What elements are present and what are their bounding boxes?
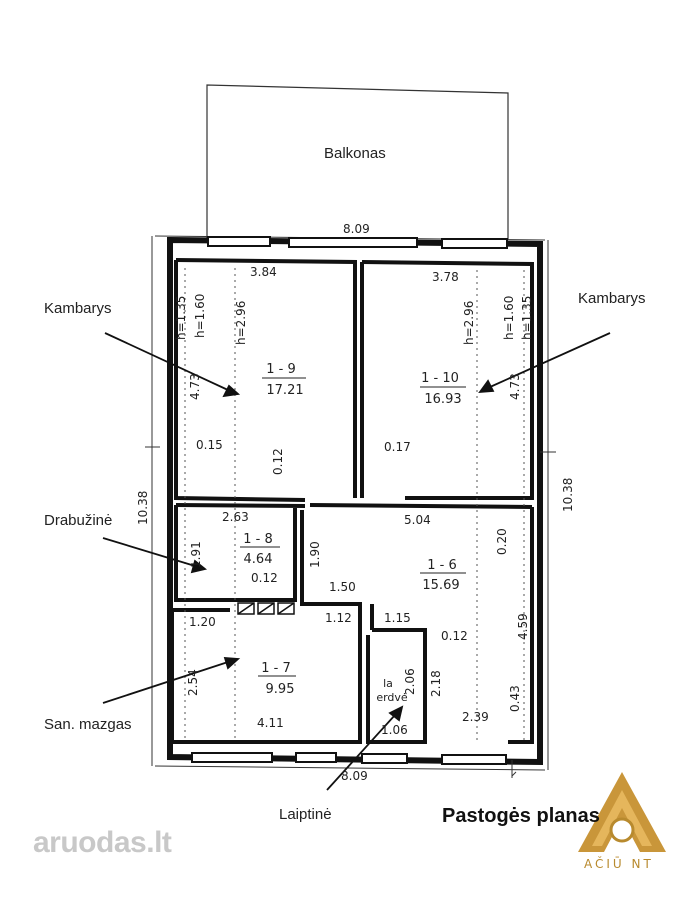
- plan-title: Pastogės planas: [442, 805, 600, 827]
- dim-r8-150: 1.50: [329, 580, 356, 594]
- dim-r6-043: 0.43: [508, 685, 522, 712]
- watermark-left: aruodas: [33, 826, 147, 859]
- label-room-right: Kambarys: [578, 290, 646, 307]
- dim-r6-218: 2.18: [429, 670, 443, 697]
- room-9-id: 1 - 9: [266, 362, 296, 377]
- dim-r8-width: 2.63: [222, 510, 249, 524]
- label-room-left: Kambarys: [44, 300, 112, 317]
- dim-r8-191: 1.91: [189, 541, 203, 568]
- dim-stair-106: 1.06: [381, 723, 408, 737]
- room-8-id: 1 - 8: [243, 532, 273, 547]
- dim-r9-width: 3.84: [250, 265, 277, 279]
- dim-h135-left: h=1.35: [174, 296, 188, 340]
- room-6-id: 1 - 6: [427, 558, 457, 573]
- dim-h160-right: h=1.60: [502, 296, 516, 340]
- dim-r7-left: 1.20: [189, 615, 216, 629]
- logo-text: AČIŪ NT: [584, 857, 654, 871]
- dim-stair-206: 2.06: [403, 668, 417, 695]
- balcony-outline: [206, 84, 509, 240]
- room-10-area: 16.93: [424, 392, 461, 407]
- dim-r8-012: 0.12: [251, 571, 278, 585]
- watermark: aruodas.lt: [33, 826, 172, 860]
- dim-r7-254: 2.54: [186, 669, 200, 696]
- label-bathroom: San. mazgas: [44, 716, 132, 733]
- outer-thin-line: [151, 235, 549, 771]
- dim-r6-width: 5.04: [404, 513, 431, 527]
- dim-r6-459: 4.59: [516, 613, 530, 640]
- room-10-id: 1 - 10: [421, 371, 459, 386]
- dim-h296-right: h=2.96: [462, 301, 476, 345]
- dim-r7-right: 1.12: [325, 611, 352, 625]
- watermark-right: lt: [154, 826, 172, 859]
- dim-r10-017: 0.17: [384, 440, 411, 454]
- label-balcony: Balkonas: [324, 145, 386, 162]
- watermark-dot: .: [146, 826, 155, 859]
- dim-hall-115: 1.15: [384, 611, 411, 625]
- dim-r8-190: 1.90: [308, 541, 322, 568]
- dimension-ticks: [145, 446, 556, 778]
- bottom-windows: [191, 752, 507, 765]
- dim-left: 10.38: [136, 491, 150, 525]
- dim-h135-right: h=1.35: [520, 296, 534, 340]
- ventilation-ducts: [237, 602, 295, 615]
- dim-r7-width: 4.11: [257, 716, 284, 730]
- room-6-area: 15.69: [422, 578, 459, 593]
- dim-r10-width: 3.78: [432, 270, 459, 284]
- dim-r10-473: 4.73: [508, 373, 522, 400]
- dim-bottom: 8.09: [341, 769, 368, 783]
- dim-r9-015: 0.15: [196, 438, 223, 452]
- room-1a-name: erdvė: [376, 691, 408, 704]
- dim-r9-012: 0.12: [271, 448, 285, 475]
- room-7-area: 9.95: [266, 682, 295, 697]
- dim-r6-020: 0.20: [495, 528, 509, 555]
- dim-h160-left: h=1.60: [193, 294, 207, 338]
- dim-right: 10.38: [561, 478, 575, 512]
- room-1a-id: la: [383, 677, 393, 690]
- label-stairs: Laiptinė: [279, 806, 332, 823]
- room-7-id: 1 - 7: [261, 661, 291, 676]
- dim-r9-473: 4.73: [188, 373, 202, 400]
- interior-walls: [170, 258, 534, 744]
- top-windows: [207, 236, 508, 249]
- dim-r6-012: 0.12: [441, 629, 468, 643]
- dim-h296-left: h=2.96: [234, 301, 248, 345]
- room-8-area: 4.64: [244, 552, 273, 567]
- logo-emblem: [578, 772, 666, 852]
- dim-top: 8.09: [343, 222, 370, 236]
- room-9-area: 17.21: [266, 383, 303, 398]
- height-dashed-lines: [184, 268, 525, 742]
- dim-r6-239: 2.39: [462, 710, 489, 724]
- pointer-arrows: [102, 332, 611, 791]
- label-wardrobe: Drabužinė: [44, 512, 113, 529]
